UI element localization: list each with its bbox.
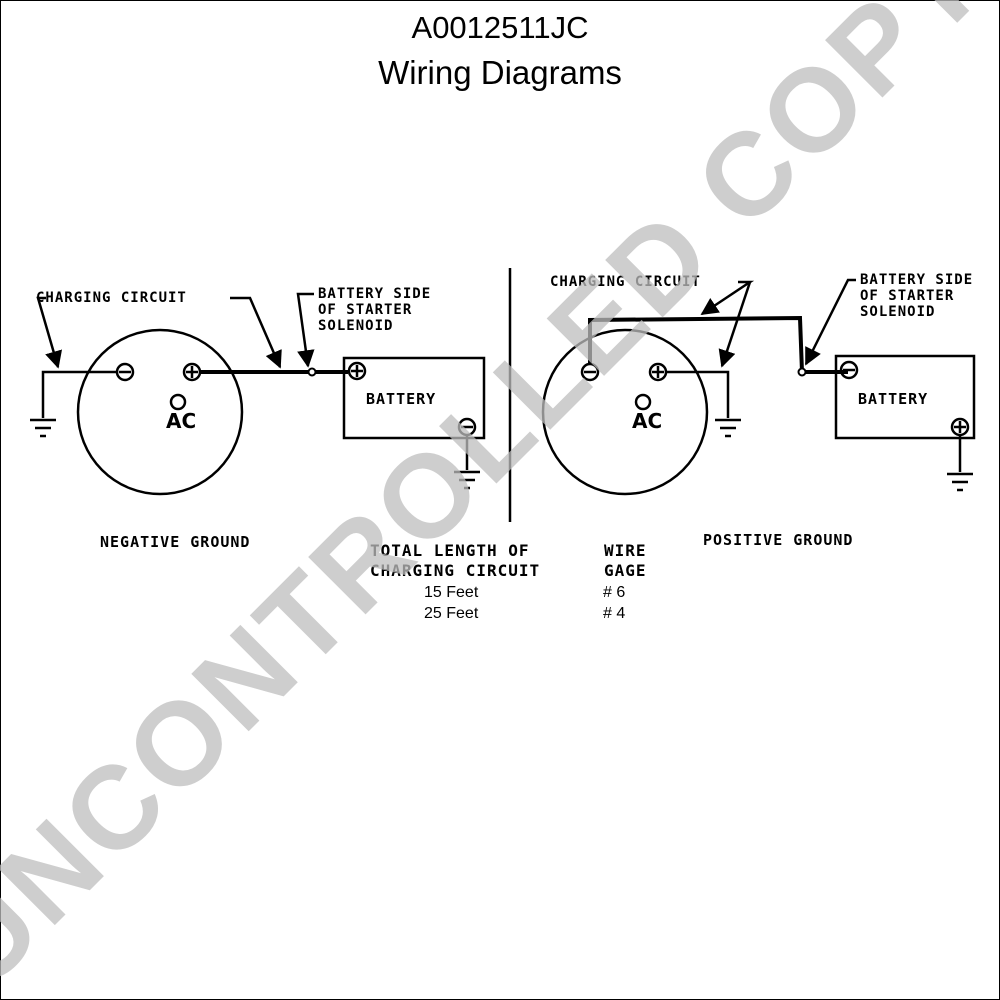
negative-ground-caption: NEGATIVE GROUND bbox=[100, 533, 250, 551]
charging-wire bbox=[588, 315, 848, 374]
charging-leader-left bbox=[36, 296, 63, 369]
ac-label: AC bbox=[632, 409, 662, 433]
ground-icon bbox=[715, 418, 741, 438]
table-row-length: 15 Feet bbox=[424, 584, 479, 601]
negative-ground-diagram: AC BATTERY CHARGING CIRCUIT B bbox=[30, 286, 486, 551]
page-title: Wiring Diagrams bbox=[378, 54, 622, 91]
ground-icon bbox=[30, 418, 56, 438]
ac-terminal-icon bbox=[169, 393, 187, 411]
battery-negative-icon bbox=[839, 360, 859, 380]
positive-ground-caption: POSITIVE GROUND bbox=[703, 531, 853, 549]
charging-circuit-label: CHARGING CIRCUIT bbox=[550, 274, 701, 290]
battery-box bbox=[342, 356, 486, 440]
charging-leader-bottom bbox=[718, 281, 752, 368]
solenoid-junction bbox=[307, 367, 317, 377]
alternator-circle bbox=[76, 328, 244, 496]
solenoid-junction bbox=[797, 367, 807, 377]
solenoid-leader bbox=[296, 292, 315, 368]
solenoid-leader bbox=[804, 278, 856, 366]
table-row-gage: # 6 bbox=[603, 584, 625, 601]
gage-column-header: WIRE GAGE bbox=[604, 541, 657, 580]
battery-side-label: BATTERY SIDE OF STARTER SOLENOID bbox=[318, 286, 441, 334]
charging-circuit-label: CHARGING CIRCUIT bbox=[36, 290, 187, 306]
document-id: A0012511JC bbox=[411, 10, 589, 45]
positive-ground-diagram: AC BATTERY CHARGING CIRCUIT B bbox=[541, 272, 983, 549]
ground-wire bbox=[666, 370, 730, 418]
battery-label: BATTERY bbox=[858, 390, 928, 408]
battery-side-label: BATTERY SIDE OF STARTER SOLENOID bbox=[860, 272, 983, 320]
battery-label: BATTERY bbox=[366, 390, 436, 408]
table-row-length: 25 Feet bbox=[424, 605, 479, 622]
battery-ground-icon bbox=[454, 470, 480, 490]
battery-box bbox=[834, 354, 976, 440]
ac-label: AC bbox=[166, 409, 196, 433]
battery-ground-icon bbox=[947, 472, 973, 492]
length-column-header: TOTAL LENGTH OF CHARGING CIRCUIT bbox=[370, 541, 540, 580]
alternator-circle bbox=[541, 328, 709, 496]
charging-leader-right bbox=[230, 296, 282, 369]
table-row-gage: # 4 bbox=[603, 605, 625, 622]
ac-terminal-icon bbox=[634, 393, 652, 411]
battery-positive-icon bbox=[347, 361, 367, 381]
wire-gage-table: TOTAL LENGTH OF CHARGING CIRCUIT WIRE GA… bbox=[370, 541, 657, 622]
ground-wire bbox=[41, 370, 117, 418]
